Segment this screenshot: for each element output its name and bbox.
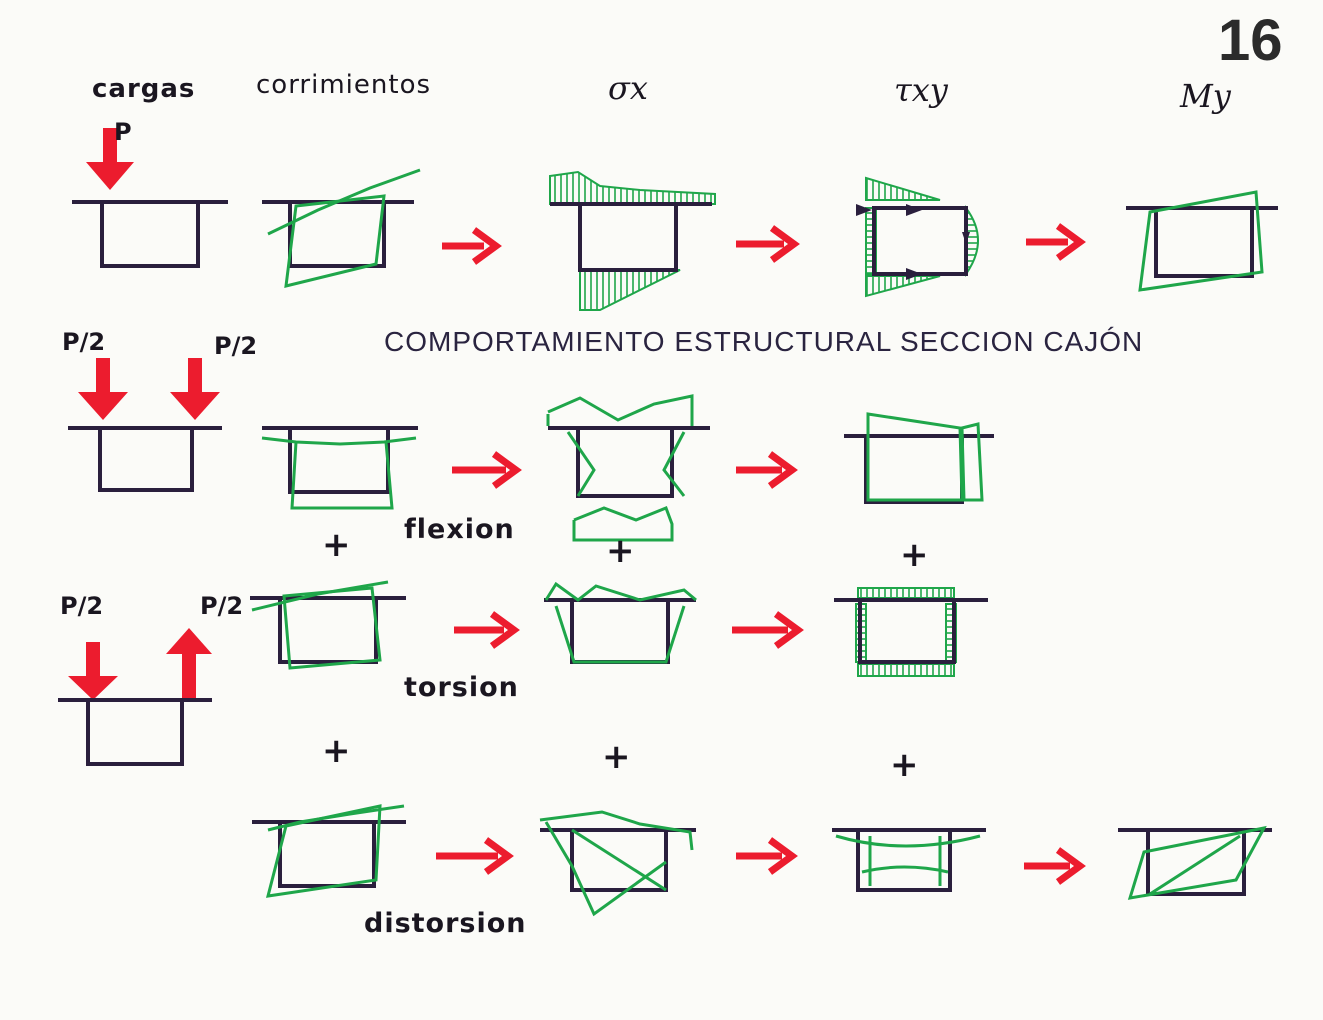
- sigma-x-bending: [546, 394, 710, 542]
- plus-r2-c: +: [900, 535, 929, 575]
- row-3-torsion: [58, 580, 988, 766]
- sigma-x-diagram: [549, 170, 716, 311]
- label-flexion: flexion: [404, 514, 515, 545]
- label-torsion: torsion: [404, 672, 519, 703]
- row-2-bending: [68, 358, 994, 542]
- label-load-p2-right-2: P/2: [200, 592, 244, 620]
- label-load-p: P: [114, 118, 132, 146]
- box-section-load-bending: [68, 426, 222, 492]
- header-m-y: My: [1180, 77, 1231, 115]
- arrow-r1-c: [1026, 223, 1086, 261]
- arrow-r3-a: [454, 611, 520, 649]
- arrow-r2-b: [736, 451, 798, 489]
- tau-xy-torsion: [834, 587, 988, 677]
- row-1-total-load: [72, 128, 1278, 311]
- page-number: 16: [1218, 8, 1283, 73]
- header-corrimientos: corrimientos: [256, 70, 432, 100]
- arrow-r4-a: [436, 837, 514, 875]
- my-diagram: [1126, 190, 1278, 292]
- load-arrow-p2-left-1: [78, 358, 128, 420]
- tau-xy-bending: [844, 412, 994, 504]
- load-arrow-p2-left-2: [68, 642, 118, 700]
- box-section-displacement-torsion: [250, 580, 406, 670]
- label-load-p2-left-2: P/2: [60, 592, 104, 620]
- plus-r2-b: +: [606, 531, 635, 571]
- arrow-r4-c: [1024, 847, 1086, 885]
- plus-r3-b: +: [602, 737, 631, 777]
- row-4-distortion: [252, 804, 1272, 917]
- label-load-p2-left-1: P/2: [62, 328, 106, 356]
- diagram-title: COMPORTAMIENTO ESTRUCTURAL SECCION CAJÓN: [384, 326, 1144, 357]
- tau-xy-distortion: [832, 828, 986, 892]
- box-section-displacement-bending: [261, 426, 418, 510]
- arrow-r1-a: [442, 227, 502, 265]
- tau-xy-diagram: [856, 176, 979, 298]
- plus-r2-a: +: [322, 525, 351, 565]
- box-section-displacement: [262, 168, 421, 288]
- load-arrow-p: [86, 128, 134, 190]
- header-cargas: cargas: [92, 74, 196, 104]
- arrow-r1-b: [736, 225, 800, 263]
- arrow-r2-a: [452, 451, 522, 489]
- plus-r3-c: +: [890, 745, 919, 785]
- header-sigma-x: σx: [608, 69, 648, 107]
- sigma-x-torsion: [544, 581, 697, 664]
- arrow-r3-b: [732, 611, 804, 649]
- box-section-load: [72, 200, 228, 268]
- load-arrow-p2-right-1: [170, 358, 220, 420]
- arrow-r4-b: [736, 837, 798, 875]
- box-section-displacement-distortion: [252, 804, 406, 898]
- sigma-x-distortion: [539, 810, 696, 917]
- my-distortion: [1118, 825, 1272, 900]
- label-load-p2-right-1: P/2: [214, 332, 258, 360]
- label-distorsion: distorsion: [364, 908, 527, 939]
- plus-r3-a: +: [322, 731, 351, 771]
- load-arrow-p2-right-2-up: [166, 628, 212, 698]
- box-section-load-torsion: [58, 698, 212, 766]
- header-tau-xy: τxy: [894, 71, 948, 109]
